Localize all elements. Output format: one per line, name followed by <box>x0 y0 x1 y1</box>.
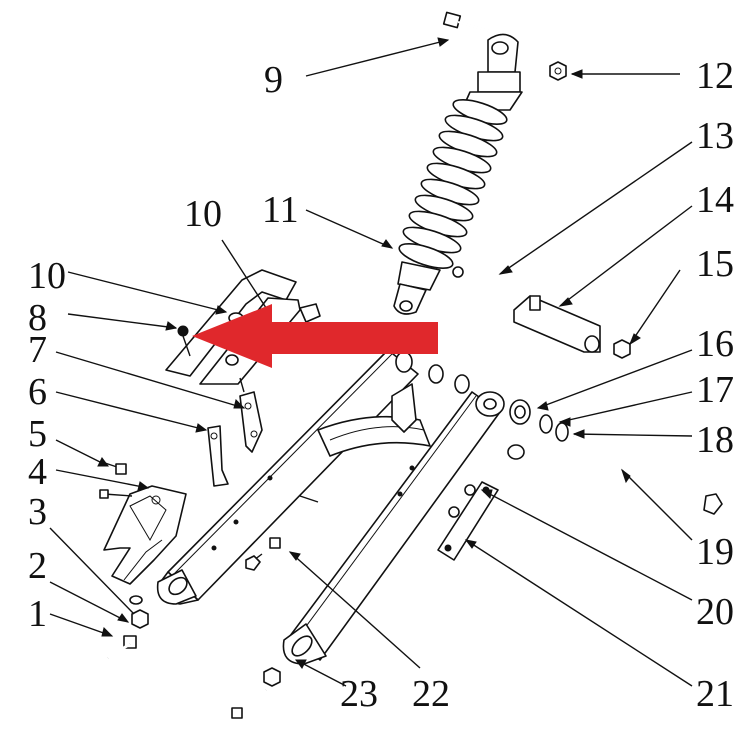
shock-top-bolt <box>442 11 501 35</box>
part-label: 5 <box>28 413 47 455</box>
chain-slider-21 <box>437 481 499 561</box>
part-label: 6 <box>28 371 47 413</box>
shock-spring <box>398 99 508 269</box>
washer-18 <box>555 422 569 442</box>
nut-3 <box>131 609 149 629</box>
part-label: 1 <box>28 593 47 635</box>
swingarm <box>156 349 505 665</box>
part-label: 18 <box>696 419 734 461</box>
bolt-22 <box>245 495 319 571</box>
part-label: 8 <box>28 297 47 339</box>
part-label: 16 <box>696 323 734 365</box>
pivot-pin-13 <box>452 266 531 302</box>
pivot-axle-19 <box>572 433 723 515</box>
shock-top-nut <box>549 61 567 81</box>
part-label: 7 <box>28 329 47 371</box>
part-label: 21 <box>696 673 734 715</box>
bracket-7 <box>239 377 263 453</box>
bolt-23 <box>231 667 281 719</box>
link-bracket-14 <box>513 295 601 353</box>
bushing-20 <box>507 444 525 460</box>
bolt-small-left <box>99 489 133 499</box>
part-label: 17 <box>696 369 734 411</box>
part-label: 19 <box>696 531 734 573</box>
part-label: 2 <box>28 545 47 587</box>
bracket-6 <box>207 425 229 487</box>
part-label: 13 <box>696 115 734 157</box>
part-label: 22 <box>412 673 450 715</box>
leader-lines <box>49 37 693 687</box>
part-label: 15 <box>696 243 734 285</box>
washer-2 <box>129 595 143 605</box>
washer-17 <box>539 414 553 434</box>
part-label: 14 <box>696 179 734 221</box>
part-label: 12 <box>696 55 734 97</box>
part-label: 11 <box>262 189 299 231</box>
part-label: 9 <box>264 59 283 101</box>
part-label: 3 <box>28 491 47 533</box>
part-label: 4 <box>28 451 47 493</box>
red-indicator-arrow <box>192 304 438 368</box>
bolt-8 <box>177 325 191 357</box>
nut-15 <box>613 339 631 359</box>
part-label: 23 <box>340 673 378 715</box>
part-label: 20 <box>696 591 734 633</box>
bearing-set <box>395 351 569 460</box>
part-label: 10 <box>184 193 222 235</box>
shock-absorber <box>393 11 567 315</box>
part-label: 10 <box>28 255 66 297</box>
bolt-1 <box>107 635 137 660</box>
part-labels: 9 10 11 12 13 14 15 16 17 18 19 20 21 22… <box>28 55 734 715</box>
